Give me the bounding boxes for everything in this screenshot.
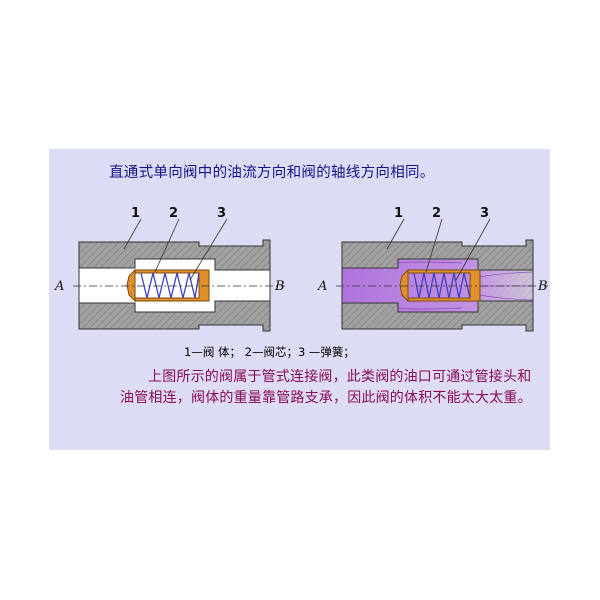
label-2: 2 bbox=[432, 206, 441, 221]
leader-1 bbox=[123, 218, 142, 250]
port-a-label: A bbox=[54, 279, 64, 294]
valve-closed: 1 2 3 A B bbox=[54, 206, 285, 332]
port-a-label: A bbox=[317, 279, 327, 294]
leader-3 bbox=[189, 218, 228, 281]
label-2: 2 bbox=[169, 206, 178, 221]
leader-2 bbox=[154, 218, 180, 273]
spool-head bbox=[126, 268, 136, 303]
parts-caption: 1—阀 体； 2—阀芯；3 —弹簧； bbox=[184, 345, 355, 359]
slide-heading: 直通式单向阀中的油流方向和阀的轴线方向相同。 bbox=[109, 165, 435, 181]
spool-head bbox=[399, 268, 409, 303]
label-1: 1 bbox=[394, 206, 403, 221]
slide-panel: 直通式单向阀中的油流方向和阀的轴线方向相同。 bbox=[49, 149, 550, 450]
valve-open: 1 2 3 A B bbox=[317, 206, 548, 332]
valve-spring bbox=[140, 272, 200, 299]
valve-diagrams: 1 2 3 A B bbox=[54, 206, 548, 332]
label-1: 1 bbox=[131, 206, 140, 221]
leader-3 bbox=[455, 218, 491, 281]
label-3: 3 bbox=[480, 206, 489, 221]
leader-2 bbox=[425, 218, 443, 273]
description-text: 上图所示的阀属于管式连接阀，此类阀的油口可通过管接头和油管相连，阀体的重量靠管路… bbox=[120, 369, 532, 406]
label-3: 3 bbox=[217, 206, 226, 221]
port-b-label: B bbox=[537, 279, 548, 294]
oil-flow bbox=[341, 258, 534, 313]
valve-spring bbox=[413, 272, 471, 299]
port-b-label: B bbox=[274, 279, 285, 294]
leader-1 bbox=[386, 218, 405, 250]
